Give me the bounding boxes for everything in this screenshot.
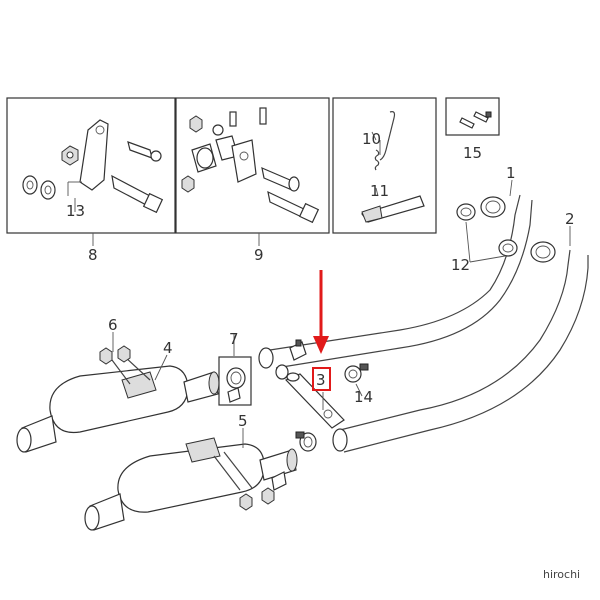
label-2: 2 xyxy=(565,210,575,228)
box-mounting-bracket-set xyxy=(6,97,176,234)
connector-pipe xyxy=(275,364,345,429)
leader-lines xyxy=(74,131,571,448)
label-1: 1 xyxy=(506,164,516,182)
label-11: 11 xyxy=(370,182,389,200)
label-15: 15 xyxy=(463,144,482,162)
box-spring-guard-set xyxy=(332,97,437,234)
clamp-box-7 xyxy=(218,356,252,406)
box-damper-bolt-set xyxy=(175,97,330,234)
clamp-lower xyxy=(295,431,317,452)
muffler-lower xyxy=(84,437,298,531)
muffler-upper xyxy=(16,345,220,453)
label-14: 14 xyxy=(354,388,373,406)
clamp-upper xyxy=(289,339,307,361)
label-3: 3 xyxy=(316,371,326,389)
box-bolt-pair xyxy=(445,97,500,136)
label-6: 6 xyxy=(108,316,118,334)
label-10: 10 xyxy=(362,130,381,148)
label-4: 4 xyxy=(163,339,173,357)
clamp-14 xyxy=(344,363,369,383)
label-13: 13 xyxy=(66,202,85,220)
exhaust-pipe-upper xyxy=(258,194,533,369)
highlight-box xyxy=(312,367,331,391)
exhaust-pipe-lower xyxy=(332,241,589,453)
watermark: hirochi xyxy=(543,568,580,581)
label-9: 9 xyxy=(254,246,264,264)
label-12: 12 xyxy=(451,256,470,274)
highlight-arrow xyxy=(313,270,329,354)
label-5: 5 xyxy=(238,412,248,430)
label-7: 7 xyxy=(229,330,239,348)
label-8: 8 xyxy=(88,246,98,264)
gasket-pair xyxy=(456,203,518,263)
